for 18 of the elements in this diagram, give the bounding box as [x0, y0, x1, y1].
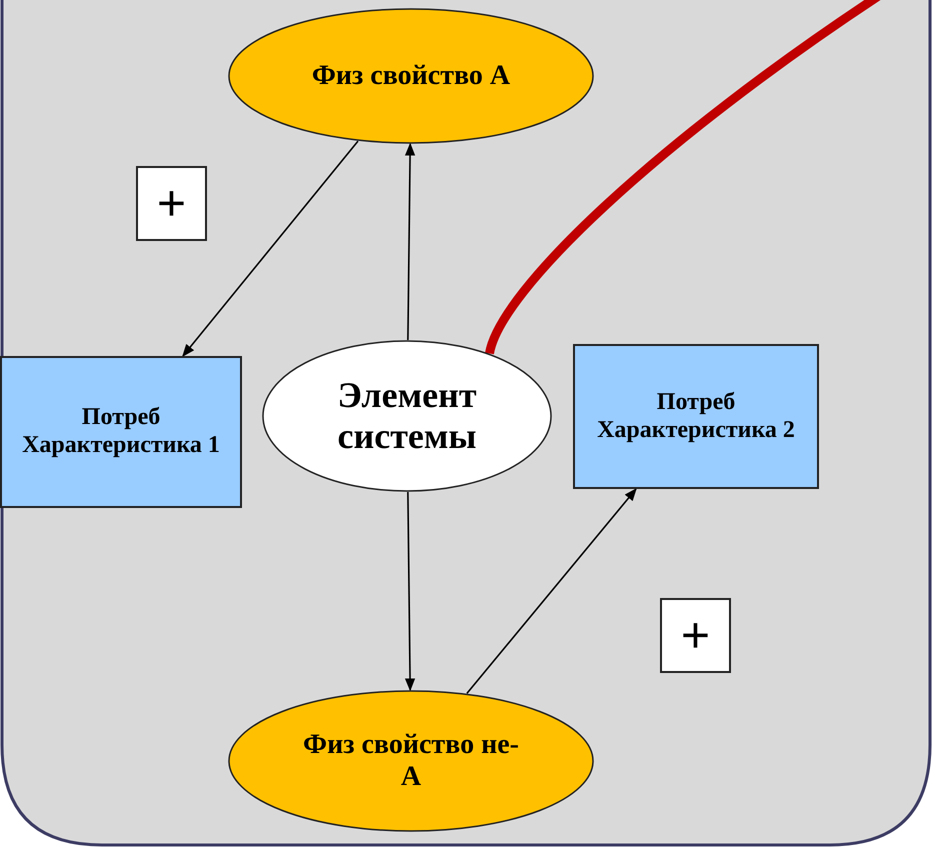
process-box: [0, 356, 242, 508]
process-box: [573, 344, 819, 489]
node-label: Физ свойство А: [312, 60, 510, 92]
node-label: Физ свойство не-А: [302, 728, 520, 794]
node-label: Потреб Характеристика 2: [596, 388, 796, 444]
ellipse-node: [228, 690, 594, 832]
plus-box: [660, 598, 731, 673]
node-label: Элемент системы: [336, 374, 478, 458]
node-label: Потреб Характеристика 1: [21, 404, 221, 460]
plus-sign: +: [156, 174, 186, 232]
arrow: [404, 492, 416, 692]
plus-sign: +: [680, 606, 710, 664]
ellipse-node: [228, 8, 594, 144]
plus-box: [136, 166, 207, 241]
ellipse-node: [262, 340, 552, 492]
arrow: [466, 488, 637, 694]
arrow: [182, 140, 359, 357]
arrow: [404, 142, 416, 340]
